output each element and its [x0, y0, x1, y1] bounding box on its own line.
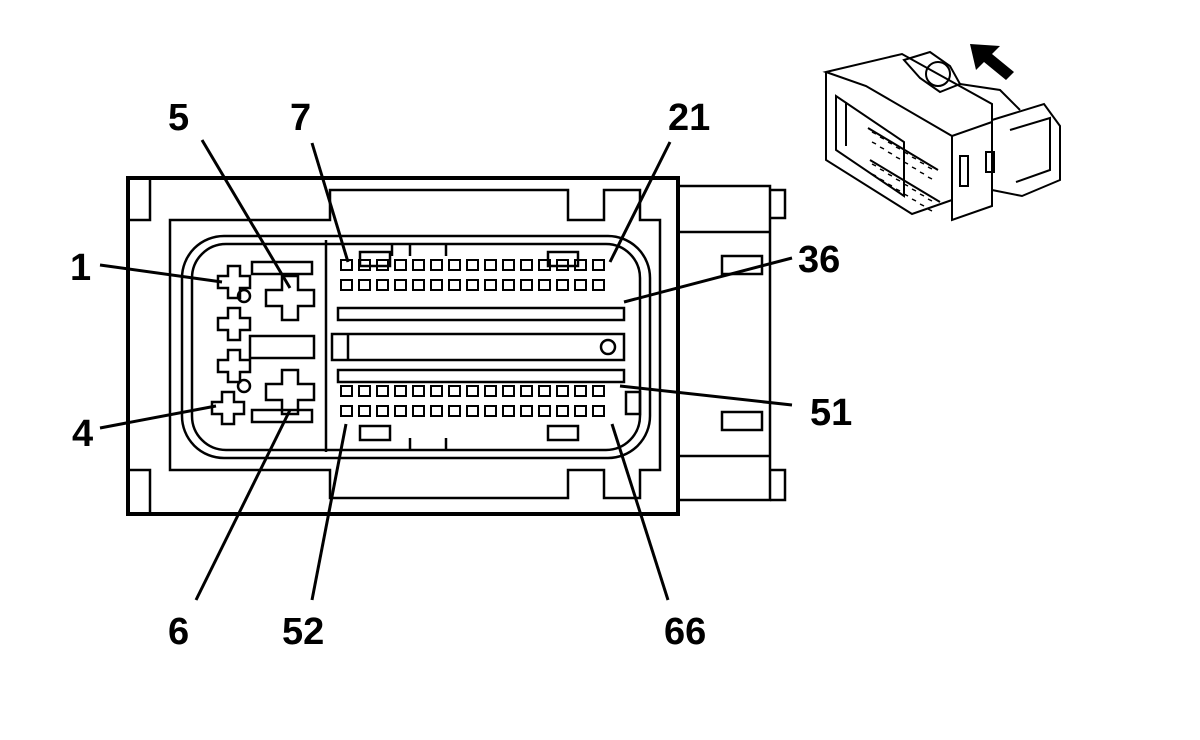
connector-seal — [180, 234, 652, 460]
latch-body — [678, 184, 772, 502]
pin-cavity — [412, 385, 425, 397]
callout-51: 51 — [810, 392, 852, 434]
callout-5: 5 — [168, 97, 189, 139]
pin-cavity — [592, 279, 605, 291]
pin-cavity — [574, 385, 587, 397]
pin-cavity — [358, 385, 371, 397]
pin-cavity — [520, 385, 533, 397]
pin-cavity — [556, 385, 569, 397]
pin-cavity — [340, 405, 353, 417]
pin-cavity — [340, 385, 353, 397]
pin-cavity — [484, 259, 497, 271]
pin-cavity — [394, 279, 407, 291]
pin-cavity — [502, 279, 515, 291]
pin-cavity — [484, 279, 497, 291]
pin-cavity — [592, 385, 605, 397]
pin-cavity — [430, 279, 443, 291]
pin-cavity — [466, 405, 479, 417]
callout-36: 36 — [798, 239, 840, 281]
pin-cavity — [592, 259, 605, 271]
pin-cavity — [520, 259, 533, 271]
arrow-up-left-icon — [970, 44, 1014, 80]
pin-cavity — [358, 405, 371, 417]
pin-cavity — [358, 259, 371, 271]
pin-cavity — [448, 405, 461, 417]
callout-1: 1 — [70, 247, 91, 289]
pin-cavity — [340, 279, 353, 291]
pin-cavity — [538, 279, 551, 291]
leader-lines — [99, 139, 793, 601]
pin-cavity — [538, 405, 551, 417]
pin-cavity — [574, 279, 587, 291]
pin-cavity — [574, 259, 587, 271]
pin-cavity — [502, 385, 515, 397]
pin-cavity — [412, 259, 425, 271]
center-key — [330, 332, 626, 362]
pin-cavity — [448, 259, 461, 271]
pin-cavity — [358, 279, 371, 291]
pin-cavity — [412, 279, 425, 291]
pin-cavity — [394, 405, 407, 417]
inner-frame — [168, 188, 662, 500]
callout-21: 21 — [668, 97, 710, 139]
pin-cavity — [502, 405, 515, 417]
pin-cavity — [592, 405, 605, 417]
pin-cavity — [520, 405, 533, 417]
connector-isometric-thumbnail — [822, 50, 1061, 222]
callout-7: 7 — [290, 97, 311, 139]
pin-cavity — [376, 385, 389, 397]
pin-cavity — [466, 259, 479, 271]
pin-cavity — [430, 405, 443, 417]
pin-cavity — [556, 279, 569, 291]
callout-6: 6 — [168, 611, 189, 653]
pin-cavity — [502, 259, 515, 271]
callout-4: 4 — [72, 413, 93, 455]
pin-cavity — [448, 385, 461, 397]
pin-cavity — [574, 405, 587, 417]
pin-cavity — [484, 405, 497, 417]
pin-cavity — [466, 279, 479, 291]
pin-cavity — [538, 385, 551, 397]
callout-labels: 1 5 7 21 36 51 4 6 52 66 — [70, 97, 852, 653]
connector-housing — [126, 176, 680, 516]
pin-cavity — [430, 259, 443, 271]
pin-cavity — [448, 279, 461, 291]
pin-cavity — [484, 385, 497, 397]
pin-cavity — [538, 259, 551, 271]
pin-cavity — [376, 259, 389, 271]
pin-cavity — [412, 405, 425, 417]
pin-cavity — [376, 279, 389, 291]
pin-cavity — [520, 279, 533, 291]
callout-66: 66 — [664, 611, 706, 653]
callout-52: 52 — [282, 611, 324, 653]
power-cavities — [210, 260, 316, 426]
pin-cavity — [376, 405, 389, 417]
pin-cavity — [556, 259, 569, 271]
pin-cavity — [394, 385, 407, 397]
pin-cavity — [466, 385, 479, 397]
signal-pin-rows — [340, 259, 605, 417]
pin-cavity — [394, 259, 407, 271]
pin-cavity — [556, 405, 569, 417]
pin-cavity — [430, 385, 443, 397]
